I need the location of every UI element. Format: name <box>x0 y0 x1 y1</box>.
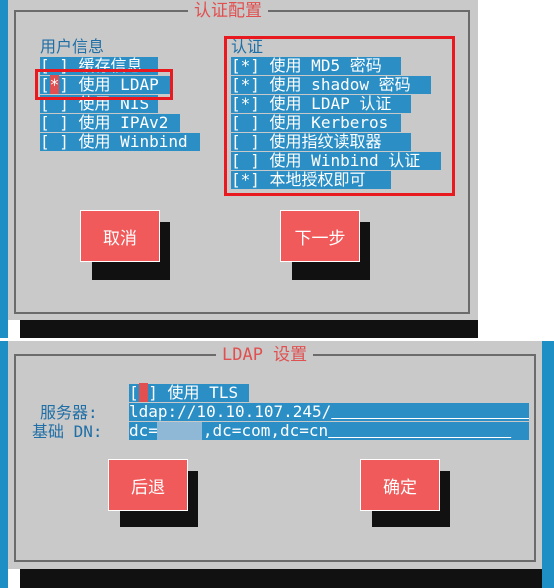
server-label: 服务器: <box>40 403 98 422</box>
terminal-background-edge-2 <box>0 341 8 588</box>
annotation-box-auth <box>224 36 455 196</box>
next-button[interactable]: 下一步 <box>280 210 360 262</box>
user-info-option-winbind[interactable]: [ ] 使用 Winbind <box>40 133 200 151</box>
auth-option-fingerprint[interactable]: [ ] 使用指纹读取器 <box>231 133 411 151</box>
terminal-background-edge-3 <box>542 341 554 588</box>
auth-dialog-shadow <box>20 320 478 338</box>
basedn-label: 基础 DN: <box>32 422 103 441</box>
user-info-option-ldap[interactable]: [*] 使用 LDAP <box>40 75 170 94</box>
ldap-dialog-frame <box>14 354 536 562</box>
user-info-option-ipav2[interactable]: [ ] 使用 IPAv2 <box>40 114 180 132</box>
cancel-button[interactable]: 取消 <box>80 210 160 262</box>
ldap-dialog-panel <box>8 341 542 569</box>
basedn-input[interactable]: dc=,dc=com,dc=cn <box>129 422 529 440</box>
use-tls-checkbox[interactable]: [ ] 使用 TLS <box>129 383 249 402</box>
ldap-dialog-shadow <box>20 569 542 588</box>
auth-heading: 认证 <box>231 37 264 56</box>
auth-dialog-title: 认证配置 <box>188 1 268 21</box>
auth-option-local-auth[interactable]: [*] 本地授权即可 <box>231 171 391 189</box>
terminal-background-edge <box>0 0 8 338</box>
redacted-region <box>157 422 202 440</box>
auth-option-md5[interactable]: [*] 使用 MD5 密码 <box>231 57 401 75</box>
auth-option-kerberos[interactable]: [ ] 使用 Kerberos <box>231 114 401 132</box>
back-button[interactable]: 后退 <box>108 459 188 511</box>
user-info-heading: 用户信息 <box>40 37 105 56</box>
ok-button[interactable]: 确定 <box>360 459 440 511</box>
server-input[interactable]: ldap://10.10.107.245/ <box>129 403 529 421</box>
annotation-box-ldap <box>35 69 173 100</box>
auth-option-ldap-auth[interactable]: [*] 使用 LDAP 认证 <box>231 95 411 113</box>
ldap-dialog-title: LDAP 设置 <box>216 345 314 365</box>
auth-option-winbind-auth[interactable]: [ ] 使用 Winbind 认证 <box>231 152 441 170</box>
auth-option-shadow[interactable]: [*] 使用 shadow 密码 <box>231 76 431 94</box>
